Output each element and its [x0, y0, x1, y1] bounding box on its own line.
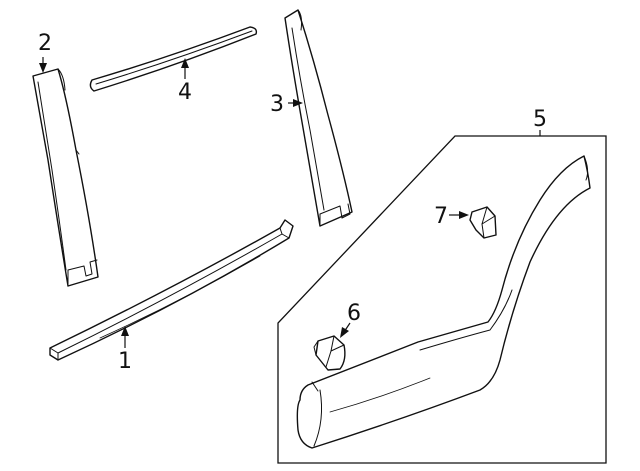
part-1-belt-molding — [49, 219, 294, 361]
callout-6: 6 — [347, 301, 361, 326]
part-5-inset-frame — [277, 135, 607, 464]
part-3-rear-pillar — [284, 9, 353, 227]
callout-5: 5 — [533, 107, 547, 132]
arrowhead-3 — [293, 99, 303, 107]
part-2-pillar-applique — [32, 68, 99, 287]
arrowhead-4 — [181, 58, 189, 68]
callout-1: 1 — [118, 349, 132, 374]
part-4-upper-molding — [89, 26, 258, 92]
part-6-clip — [313, 335, 346, 371]
arrowhead-1 — [121, 326, 129, 336]
arrowhead-7 — [459, 211, 469, 219]
part-5-lower-molding — [296, 155, 591, 449]
part-7-clip — [469, 206, 497, 239]
callout-2: 2 — [38, 31, 52, 56]
leader-lines — [39, 57, 541, 348]
callout-4: 4 — [178, 80, 192, 105]
arrowhead-6 — [340, 327, 349, 338]
callout-3: 3 — [270, 92, 284, 117]
arrowhead-2 — [39, 63, 47, 73]
callout-7: 7 — [434, 204, 448, 229]
